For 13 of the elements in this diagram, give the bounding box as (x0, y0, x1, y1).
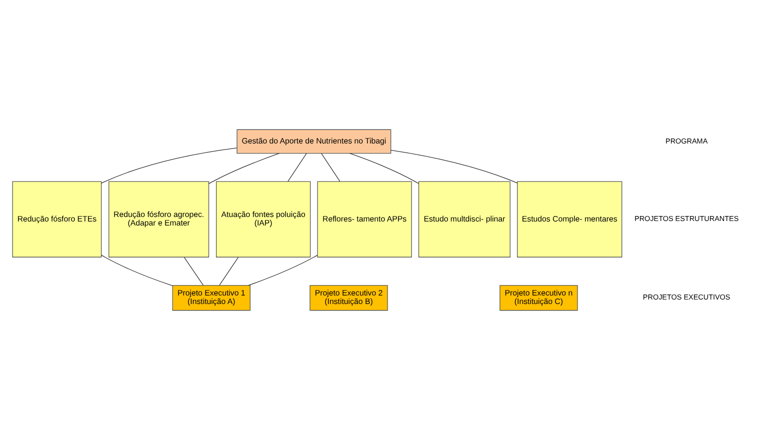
connector (184, 256, 204, 286)
connector (321, 152, 340, 182)
connector (248, 254, 318, 286)
connector (288, 152, 307, 182)
label: PROGRAMA (666, 136, 708, 145)
label: PROJETOS EXECUTIVOS (642, 292, 730, 302)
connector (219, 256, 239, 286)
connector (349, 152, 419, 184)
connector (390, 149, 518, 183)
connector (101, 147, 238, 184)
label: PROJETOS ESTRUTURANTES (634, 214, 739, 223)
connector (208, 152, 280, 184)
connector (101, 254, 173, 286)
